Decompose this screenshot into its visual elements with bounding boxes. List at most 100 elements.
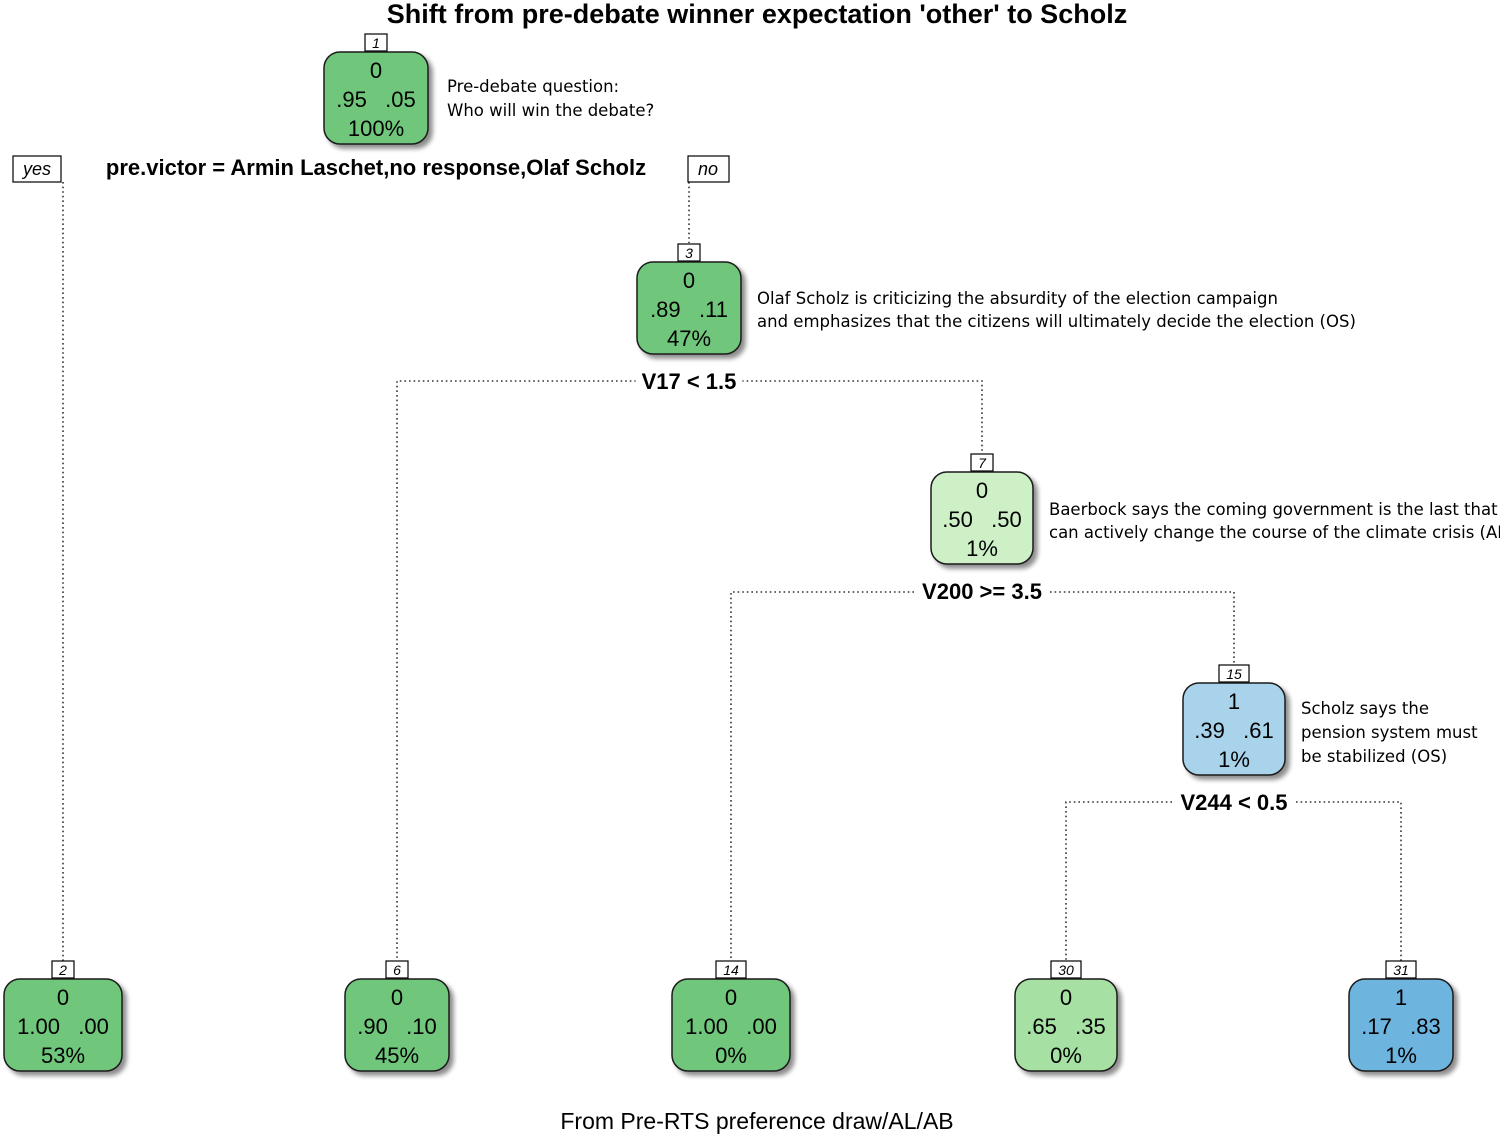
node-probabilities: .17 .83 [1361, 1014, 1441, 1039]
tree-edges [62, 182, 1402, 961]
node-class-label: 0 [370, 58, 382, 83]
node3-right-edge [742, 380, 983, 454]
node-class-label: 1 [1395, 985, 1407, 1010]
node-percent: 1% [966, 536, 998, 561]
node-class-label: 0 [57, 985, 69, 1010]
annotation-node-15: Scholz says the pension system must be sta… [1301, 699, 1478, 766]
node-probabilities: .90 .10 [357, 1014, 437, 1039]
annotation-line: Scholz says the [1301, 699, 1429, 718]
tree-node-3: 3 0 .89 .11 47% [636, 243, 742, 355]
node-box [1348, 978, 1454, 1072]
node-annotations: Pre-debate question: Who will win the deb… [447, 77, 1500, 766]
split-rule-node-3: V17 < 1.5 [642, 369, 737, 394]
tree-node-7: 7 0 .50 .50 1% [930, 453, 1034, 565]
node-probabilities: .89 .11 [650, 297, 728, 322]
no-branch-tag: no [687, 155, 730, 183]
node-class-label: 0 [725, 985, 737, 1010]
node-id-box [385, 960, 409, 979]
split-rule-background [1174, 790, 1294, 815]
node-id-box [1050, 960, 1082, 979]
node-id-box [715, 960, 747, 979]
node-probabilities: .65 .35 [1026, 1014, 1106, 1039]
split-rule-background [99, 155, 653, 180]
annotation-line: Pre-debate question: [447, 77, 619, 96]
annotation-node-1: Pre-debate question: Who will win the deb… [447, 77, 654, 120]
node-probabilities: 1.00 .00 [685, 1014, 777, 1039]
tree-node-14: 14 0 1.00 .00 0% [671, 960, 791, 1072]
node-class-label: 0 [391, 985, 403, 1010]
node-id-box [364, 33, 388, 52]
annotation-line: Baerbock says the coming government is t… [1049, 500, 1498, 519]
no-label: no [698, 159, 718, 179]
node3-left-edge [396, 380, 636, 961]
split-rule-node-7: V200 >= 3.5 [922, 579, 1042, 604]
node-box [323, 51, 429, 145]
node-class-label: 0 [976, 478, 988, 503]
node15-left-edge [1065, 801, 1172, 961]
chart-title: Shift from pre-debate winner expectation… [387, 0, 1127, 29]
node-box [671, 978, 791, 1072]
split-rule-node-15: V244 < 0.5 [1180, 790, 1287, 815]
annotation-line: Olaf Scholz is criticizing the absurdity… [757, 289, 1278, 308]
node-probabilities: .39 .61 [1194, 718, 1274, 743]
node-percent: 1% [1218, 747, 1250, 772]
node-probabilities: .50 .50 [942, 507, 1022, 532]
node-id-box [51, 960, 75, 979]
annotation-node-3: Olaf Scholz is criticizing the absurdity… [757, 289, 1356, 331]
node-percent: 47% [667, 326, 711, 351]
annotation-line: Who will win the debate? [447, 101, 654, 120]
node-box [930, 471, 1034, 565]
node-id: 15 [1226, 666, 1242, 682]
node-percent: 100% [348, 116, 404, 141]
node-id: 2 [58, 962, 67, 978]
split-rule-background [916, 579, 1048, 604]
node-id: 31 [1393, 962, 1409, 978]
node-box [344, 978, 450, 1072]
node-id-box [1385, 960, 1417, 979]
tree-node-31: 31 1 .17 .83 1% [1348, 960, 1454, 1072]
node7-left-edge [730, 591, 914, 961]
annotation-line: pension system must [1301, 723, 1478, 742]
node-id: 30 [1058, 962, 1074, 978]
node-box [636, 261, 742, 355]
tree-node-2: 2 0 1.00 .00 53% [3, 960, 123, 1072]
node-class-label: 0 [683, 268, 695, 293]
node-percent: 0% [715, 1043, 747, 1068]
node-box [1182, 682, 1286, 776]
node-probabilities: .95 .05 [336, 87, 416, 112]
node-id: 7 [978, 455, 987, 471]
tree-node-1: 1 0 .95 .05 100% [323, 33, 429, 145]
node-percent: 45% [375, 1043, 419, 1068]
node7-right-edge [1050, 591, 1235, 665]
split-rule-background [635, 369, 743, 394]
chart-footer: From Pre-RTS preference draw/AL/AB [560, 1108, 953, 1134]
node-box [3, 978, 123, 1072]
node-class-label: 1 [1228, 689, 1240, 714]
node15-right-edge [1296, 801, 1402, 961]
annotation-line: and emphasizes that the citizens will ul… [757, 312, 1356, 331]
node-id: 6 [393, 962, 401, 978]
annotation-line: can actively change the course of the cl… [1049, 523, 1500, 542]
node-class-label: 0 [1060, 985, 1072, 1010]
node-id: 3 [685, 245, 693, 261]
split-labels: pre.victor = Armin Laschet,no response,O… [99, 155, 1294, 815]
yes-branch-tag: yes [12, 155, 62, 183]
node-id-box [970, 453, 994, 472]
tree-node-30: 30 0 .65 .35 0% [1014, 960, 1118, 1072]
node-id-box [1218, 664, 1250, 683]
node-percent: 0% [1050, 1043, 1082, 1068]
split-rule-node-1: pre.victor = Armin Laschet,no response,O… [106, 155, 646, 180]
node-percent: 53% [41, 1043, 85, 1068]
node-box [1014, 978, 1118, 1072]
node-id: 1 [372, 35, 380, 51]
node-id: 14 [723, 962, 739, 978]
node-id-box [677, 243, 701, 262]
yes-label: yes [21, 159, 51, 179]
annotation-line: be stabilized (OS) [1301, 747, 1447, 766]
node-percent: 1% [1385, 1043, 1417, 1068]
annotation-node-7: Baerbock says the coming government is t… [1049, 500, 1500, 542]
tree-node-15: 15 1 .39 .61 1% [1182, 664, 1286, 776]
node-probabilities: 1.00 .00 [17, 1014, 109, 1039]
